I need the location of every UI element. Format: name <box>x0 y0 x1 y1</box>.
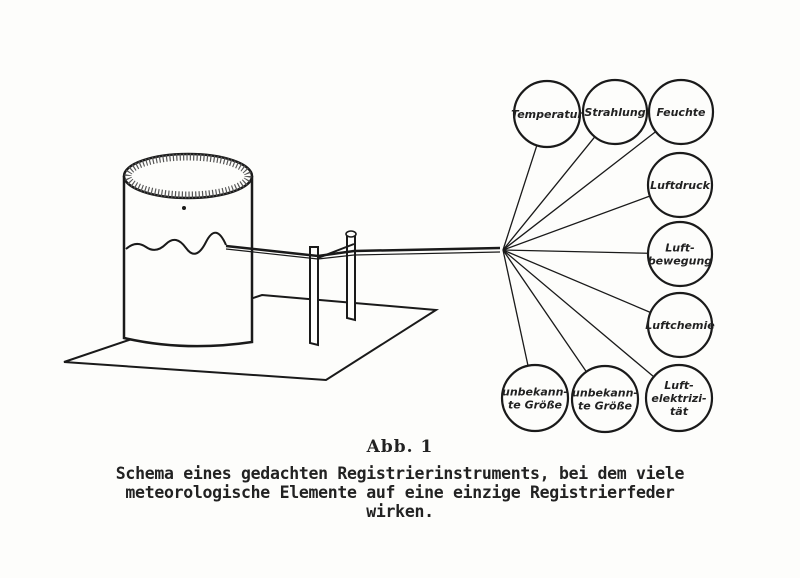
ray-temperatur <box>502 145 538 251</box>
bubble-label: Luft- <box>665 242 694 255</box>
bubble-circle <box>570 364 640 434</box>
recording-drum <box>122 152 254 348</box>
ray-unbekannte-groesse-2 <box>502 249 587 373</box>
bubble-luftchemie: Luftchemie <box>645 291 715 359</box>
bubble-luftelektrizitaet: Luft-elektrizi-tät <box>644 363 714 433</box>
bubble-temperatur: Temperatur <box>511 79 583 149</box>
bubble-circle <box>646 220 714 288</box>
ray-luftchemie <box>502 249 651 314</box>
caption-line: wirken. <box>366 502 434 521</box>
bubble-unbekannte-groesse-1: unbekann-te Größe <box>500 363 570 433</box>
bubble-circle <box>512 79 582 149</box>
bubble-label: Luftdruck <box>650 179 711 192</box>
caption-line: meteorologische Elemente auf eine einzig… <box>125 483 675 502</box>
connection-rays <box>502 131 657 378</box>
bubble-label: Feuchte <box>656 106 706 119</box>
bubble-circle <box>646 151 714 219</box>
bubble-circle <box>646 291 714 359</box>
bubble-label: Luft- <box>664 379 693 392</box>
ray-luftbewegung <box>502 249 649 254</box>
ray-luftelektrizitaet <box>502 249 655 378</box>
figure-caption: Schema eines gedachten Registrierinstrum… <box>0 464 800 521</box>
ray-strahlung <box>502 136 596 251</box>
bubble-circle <box>644 363 714 433</box>
bubble-label: Strahlung <box>584 106 645 119</box>
bubble-label: unbekann- <box>502 386 568 399</box>
bubble-label: te Größe <box>508 399 562 412</box>
figure-label: Abb. 1 <box>366 437 434 457</box>
bubble-circle <box>647 78 715 146</box>
bubble-label: te Größe <box>578 400 632 413</box>
bubble-strahlung: Strahlung <box>581 78 649 146</box>
bubble-label: bewegung <box>648 255 712 268</box>
bubble-circle <box>581 78 649 146</box>
bubble-luftbewegung: Luft-bewegung <box>646 220 714 288</box>
bubble-label: Temperatur <box>511 108 583 121</box>
bubble-circle <box>500 363 570 433</box>
pen-lever <box>225 243 501 260</box>
support-posts <box>309 230 357 347</box>
bubble-unbekannte-groesse-2: unbekann-te Größe <box>570 364 640 434</box>
drum-top-hatching <box>124 153 252 199</box>
recorded-trace <box>125 231 227 255</box>
bubble-luftdruck: Luftdruck <box>646 151 714 219</box>
ray-luftdruck <box>502 195 651 251</box>
bubble-label: Luftchemie <box>645 319 715 332</box>
bubble-label: unbekann- <box>572 387 638 400</box>
bubble-feuchte: Feuchte <box>647 78 715 146</box>
bubble-label: elektrizi- <box>651 392 706 405</box>
bubble-label: tät <box>670 405 689 418</box>
ray-feuchte <box>502 131 657 251</box>
ray-unbekannte-groesse-1 <box>502 249 529 366</box>
caption-line: Schema eines gedachten Registrierinstrum… <box>115 464 685 483</box>
